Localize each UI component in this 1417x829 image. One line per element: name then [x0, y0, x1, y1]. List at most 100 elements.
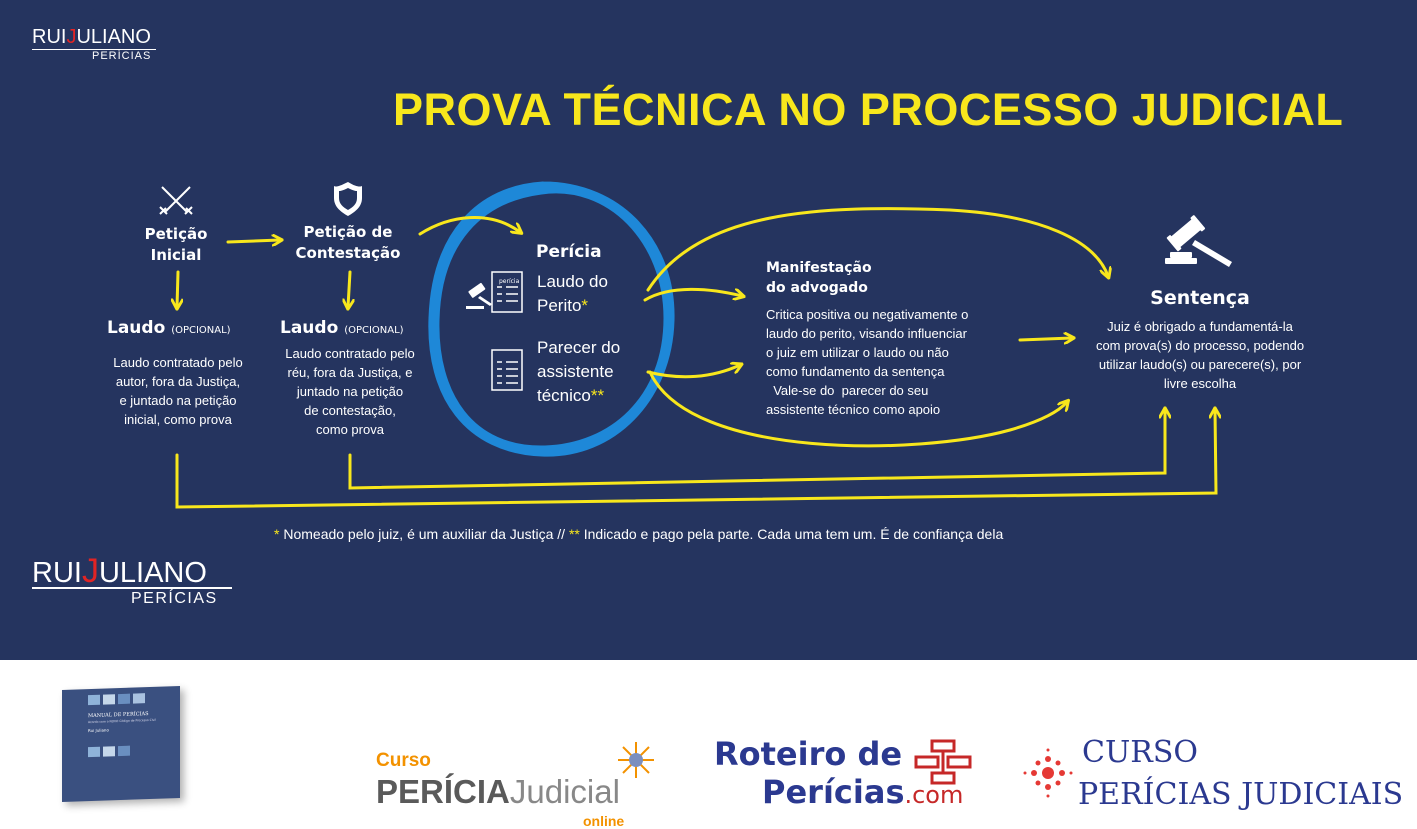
sunburst-icon	[618, 742, 654, 778]
laudo-document-icon	[491, 271, 523, 313]
arrow-parecer-to-manifestacao	[646, 365, 740, 379]
arrow-laudo-autor-to-sentenca	[175, 410, 1216, 509]
footnote-text: Indicado e pago pela parte. Cada uma tem…	[579, 526, 1004, 542]
footnote-text: Nomeado pelo juiz, é um auxiliar da Just…	[279, 526, 569, 542]
text-line: Vale-se do parecer do seu	[766, 383, 929, 398]
optional-tag: (OPCIONAL)	[171, 325, 231, 336]
curso-line2: PERÍCIAS JUDICIAIS	[1078, 777, 1404, 812]
infographic-panel	[0, 0, 1417, 660]
roteiro-pericias-ad[interactable]: Roteiro de Perícias.com	[714, 735, 984, 815]
arrow-manifestacao-to-sentenca	[1018, 338, 1072, 340]
sentenca-text: Juiz é obrigado a fundamentá-la com prov…	[1080, 317, 1320, 393]
arrow-parecer-to-sentenca	[648, 370, 1067, 448]
text-line: como prova	[316, 422, 384, 437]
peticao-contestacao-line: Contestação	[295, 244, 401, 262]
logo-text: RUI	[32, 557, 82, 589]
text-line: Manifestação	[766, 260, 872, 276]
roteiro-suffix: .com	[904, 781, 964, 809]
swords-icon	[159, 186, 193, 215]
logo-divider	[32, 49, 156, 50]
manifestacao-title: Manifestação do advogado	[766, 258, 872, 298]
pericia-circle	[428, 181, 675, 457]
gavel-icon	[1165, 215, 1232, 267]
text-line: réu, fora da Justiça, e	[287, 365, 413, 380]
laudo-autor-text: Laudo contratado pelo autor, fora da Jus…	[96, 353, 260, 429]
footnote: * Nomeado pelo juiz, é um auxiliar da Ju…	[274, 526, 1003, 542]
footnote-mark: **	[590, 386, 605, 405]
arrow-inicial-to-contestacao	[226, 240, 280, 242]
text-line: juntado na petição	[296, 384, 404, 399]
curso-line1: CURSO	[1082, 735, 1198, 770]
peticao-inicial-title: Petição Inicial	[118, 224, 234, 266]
ads-footer	[0, 660, 1417, 828]
shield-icon	[334, 182, 362, 216]
text-line: Laudo do	[537, 272, 608, 291]
logo-small: RUIJULIANO	[32, 26, 151, 49]
flow-arrows	[159, 181, 1232, 509]
peticao-inicial-line: Inicial	[150, 246, 202, 264]
curso-pericias-judiciais-ad[interactable]: CURSO PERÍCIAS JUDICIAIS	[1020, 735, 1403, 820]
logo-divider	[32, 587, 232, 589]
logo-big-sub: PERÍCIAS	[131, 590, 218, 607]
logo-big: RUIJULIANO	[32, 552, 207, 591]
logo-text: ULIANO	[98, 557, 207, 589]
doc-label: perícia	[499, 278, 520, 285]
manifestacao-text: Critica positiva ou negativamente o laud…	[766, 305, 968, 419]
arrow-inicial-down	[177, 270, 178, 307]
text-line: utilizar laudo(s) ou parecere(s), por	[1098, 357, 1302, 372]
arrow-laudo-to-sentenca	[646, 207, 1108, 292]
logo-text: RUI	[32, 26, 67, 48]
book-cover-ad[interactable]: MANUAL DE PERÍCIAS Acordo com o NOVO Cód…	[62, 685, 180, 803]
roteiro-line1: Roteiro de	[714, 735, 903, 773]
text-line: Parecer do	[537, 338, 621, 357]
arrow-laudo-reu-to-sentenca	[348, 410, 1165, 490]
text-line: como fundamento da sentença	[766, 364, 945, 379]
laudo-heading-text: Laudo	[280, 318, 339, 338]
parecer-label: Parecer do assistente técnico**	[537, 336, 620, 408]
logo-j: J	[66, 26, 77, 48]
dots-burst-icon	[1023, 748, 1073, 798]
flowchart-icon	[914, 739, 972, 785]
logo-text: ULIANO	[76, 26, 151, 48]
optional-tag: (OPCIONAL)	[344, 325, 404, 336]
text-line: autor, fora da Justiça,	[115, 374, 241, 389]
logo-small-sub: PERÍCIAS	[92, 50, 152, 62]
text-line: assistente	[537, 362, 614, 381]
text-line: o juiz em utilizar o laudo ou não	[766, 345, 949, 360]
roteiro-word: Perícias	[762, 773, 905, 811]
ad-word-line: PERÍCIAJudicial	[376, 773, 620, 811]
text-line: livre escolha	[1163, 376, 1237, 391]
peticao-inicial-line: Petição	[144, 225, 208, 243]
ad-word: Judicial	[509, 773, 620, 810]
laudo-heading-text: Laudo	[107, 318, 166, 338]
text-line: Critica positiva ou negativamente o	[766, 307, 969, 322]
text-line: assistente técnico como apoio	[766, 402, 941, 417]
ad-word: Curso	[376, 750, 431, 771]
curso-pericia-judicial-ad[interactable]: Curso PERÍCIAJudicial online	[376, 740, 661, 829]
text-line: de contestação,	[304, 403, 396, 418]
pericia-title: Perícia	[536, 242, 602, 262]
gavel-small-icon	[466, 282, 492, 309]
page-title: PROVA TÉCNICA NO PROCESSO JUDICIAL	[393, 84, 1344, 135]
footnote-mark: *	[274, 526, 280, 542]
ad-word: online	[583, 813, 625, 829]
parecer-document-icon	[491, 349, 523, 391]
ad-word: PERÍCIA	[376, 773, 510, 810]
arrow-contestacao-down	[348, 270, 350, 307]
laudo-autor-heading: Laudo (OPCIONAL)	[107, 318, 231, 338]
text-line: Laudo contratado pelo	[285, 346, 415, 361]
text-line: do advogado	[766, 280, 868, 296]
text-line: Juiz é obrigado a fundamentá-la	[1107, 319, 1293, 334]
roteiro-line2: Perícias.com	[762, 773, 963, 811]
text-line: laudo do perito, visando influenciar	[766, 326, 967, 341]
text-line: e juntado na petição	[119, 393, 237, 408]
peticao-contestacao-title: Petição de Contestação	[282, 222, 414, 264]
peticao-contestacao-line: Petição de	[303, 223, 393, 241]
laudo-reu-text: Laudo contratado pelo réu, fora da Justi…	[268, 344, 432, 439]
text-line: inicial, como prova	[124, 412, 232, 427]
footnote-mark: **	[568, 526, 580, 542]
laudo-reu-heading: Laudo (OPCIONAL)	[280, 318, 404, 338]
footnote-mark: *	[581, 296, 589, 315]
sentenca-title: Sentença	[1150, 287, 1250, 309]
text-line: com prova(s) do processo, podendo	[1095, 338, 1305, 353]
